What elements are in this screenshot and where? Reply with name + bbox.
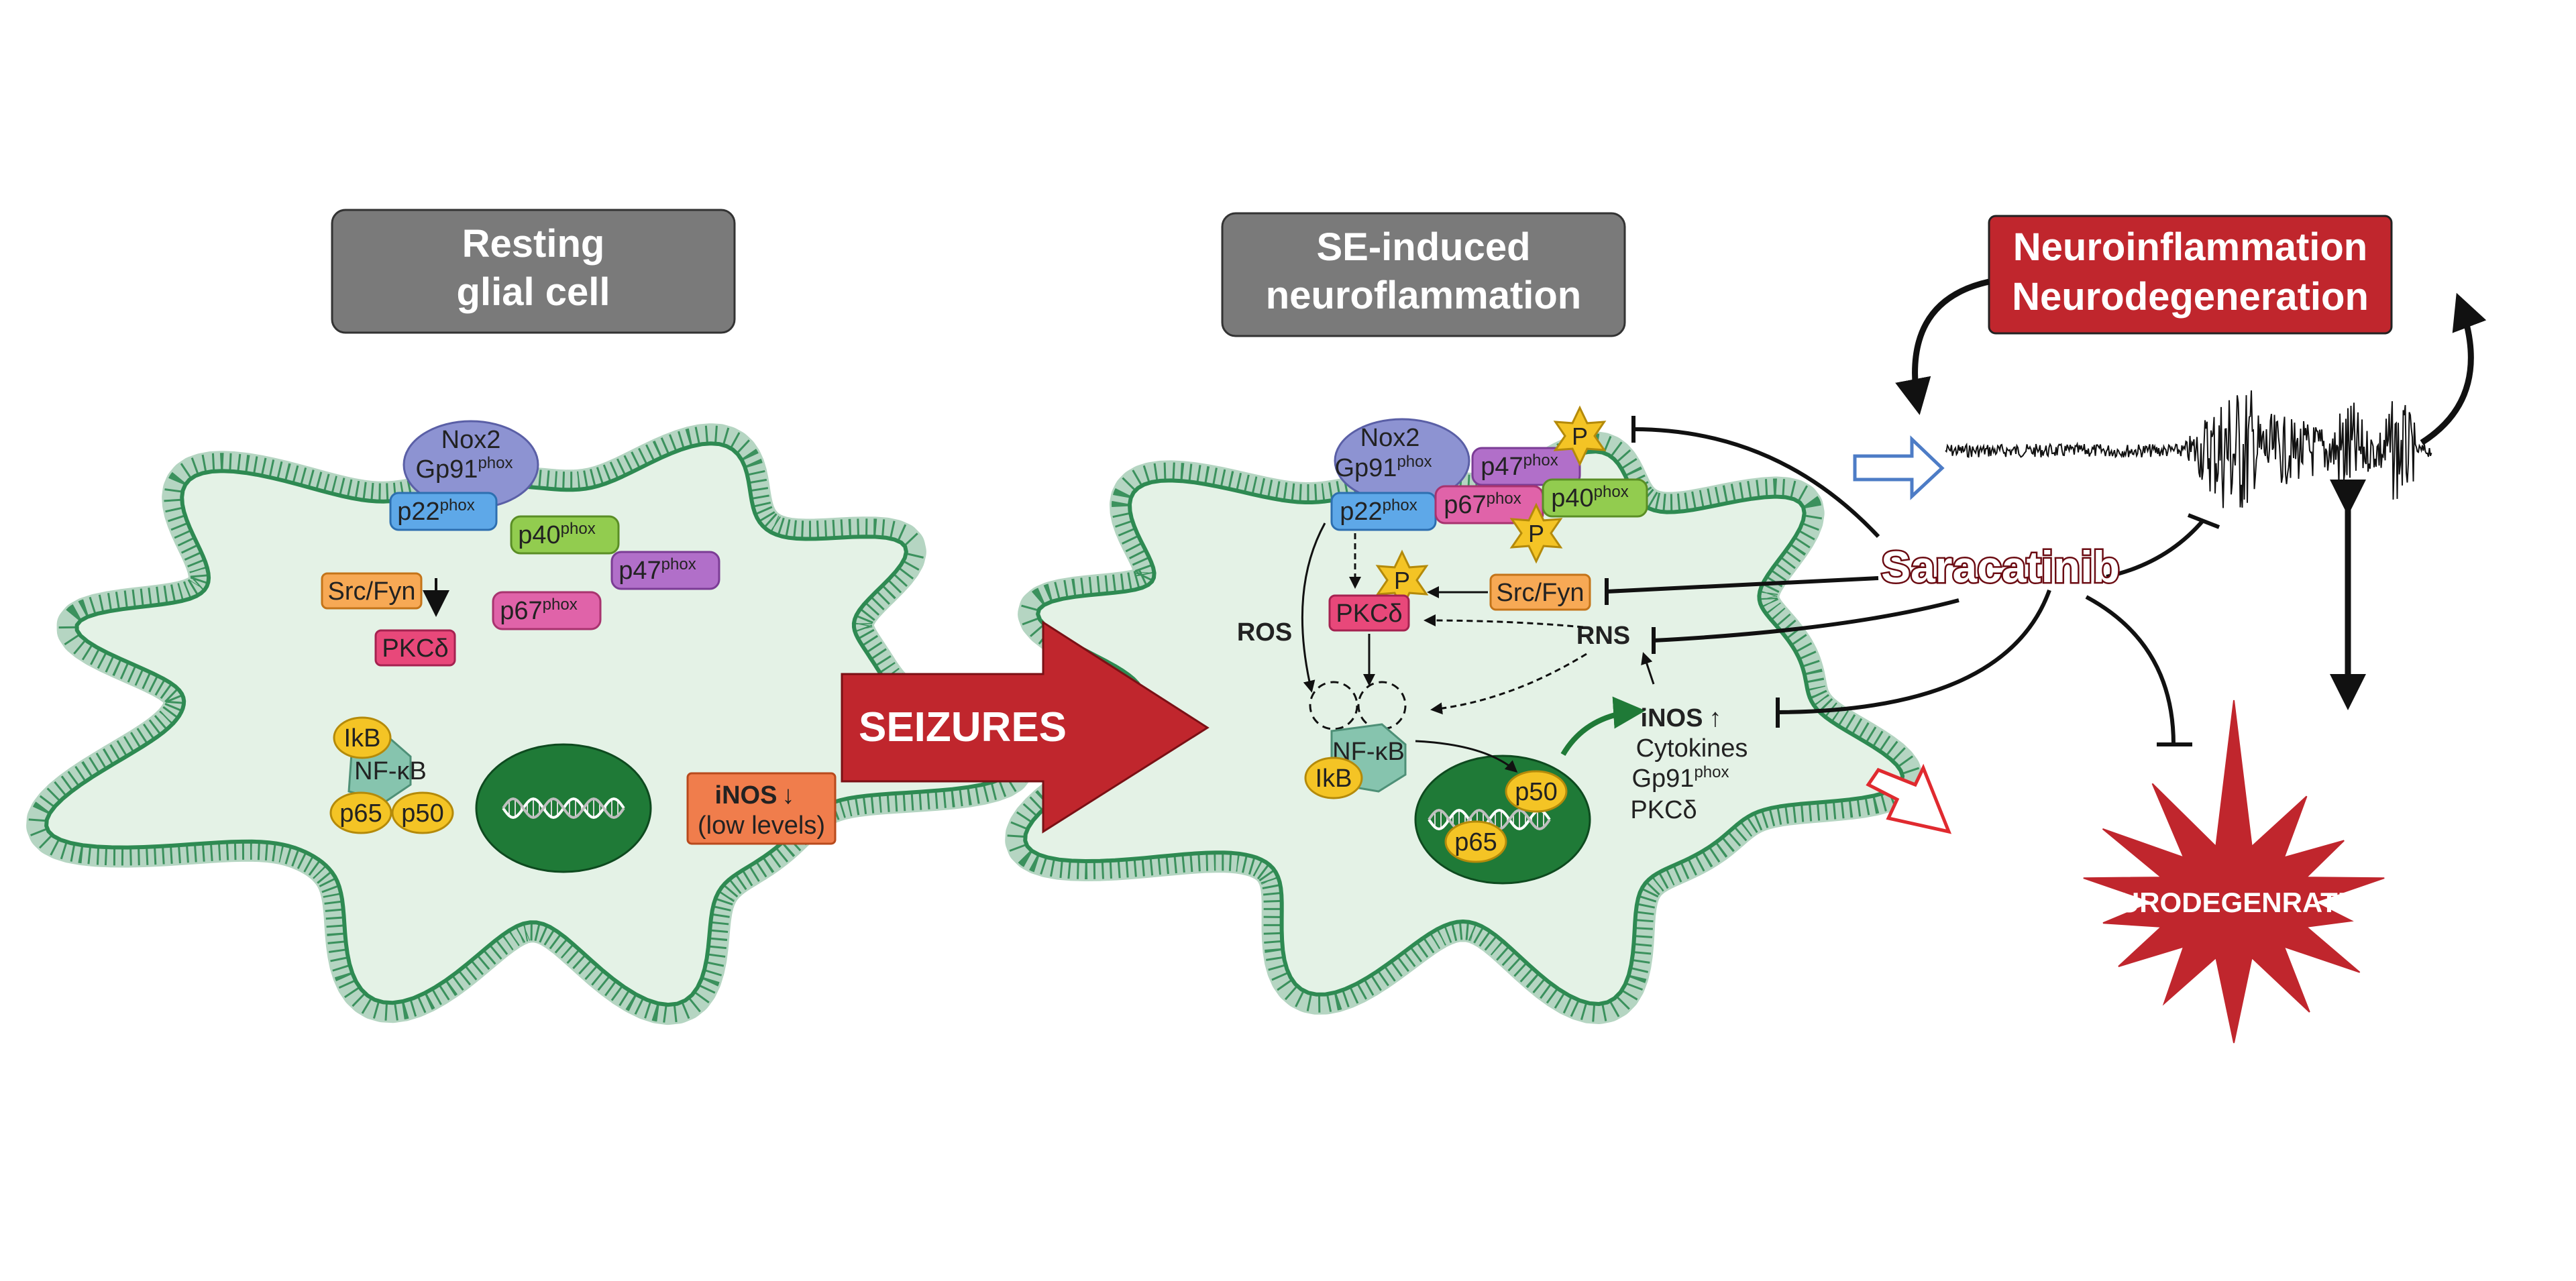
svg-text:PKCδ: PKCδ bbox=[382, 634, 448, 663]
svg-text:p40phox: p40phox bbox=[1551, 483, 1628, 512]
active-nucleus: p50 p65 bbox=[1414, 755, 1591, 885]
svg-text:Gp91phox: Gp91phox bbox=[1631, 763, 1729, 793]
resting-pkcd: PKCδ bbox=[374, 629, 456, 667]
svg-text:Src/Fyn: Src/Fyn bbox=[1497, 579, 1585, 607]
neurodegeneration-label: NEURODEGENRATION bbox=[2080, 887, 2388, 918]
active-srcfyn: Src/Fyn bbox=[1489, 573, 1591, 611]
p-badge-icon: P bbox=[1553, 405, 1607, 467]
phosphorylation-badges: P P P bbox=[1375, 405, 1607, 611]
svg-text:p67phox: p67phox bbox=[500, 596, 577, 625]
svg-text:PKCδ: PKCδ bbox=[1336, 600, 1402, 628]
neuro-header: Neuroinflammation Neurodegeneration bbox=[1988, 215, 2393, 335]
svg-text:p22phox: p22phox bbox=[1340, 496, 1417, 526]
active-nox2-complex: Nox2 Gp91phox p22phox p47phox p67phox p4… bbox=[1330, 418, 1648, 531]
svg-text:↓: ↓ bbox=[782, 781, 795, 810]
resting-nucleus bbox=[475, 743, 652, 873]
active-pkcd: PKCδ bbox=[1328, 594, 1410, 632]
svg-text:p50: p50 bbox=[1515, 778, 1557, 806]
dna-icon bbox=[502, 797, 625, 820]
svg-text:p22phox: p22phox bbox=[397, 496, 474, 526]
svg-text:Neuroinflammation: Neuroinflammation bbox=[2013, 225, 2368, 269]
svg-text:p47phox: p47phox bbox=[619, 555, 696, 585]
red-open-arrow-icon bbox=[1866, 763, 1952, 834]
resting-srcfyn: Src/Fyn bbox=[321, 572, 423, 610]
svg-text:p47phox: p47phox bbox=[1481, 451, 1558, 481]
svg-text:IkB: IkB bbox=[344, 724, 381, 753]
saracatinib-inhibition-lines bbox=[1605, 416, 2220, 746]
svg-text:NF-κB: NF-κB bbox=[354, 757, 427, 785]
svg-text:↑: ↑ bbox=[1709, 704, 1722, 732]
rns-label: RNS bbox=[1576, 622, 1630, 650]
svg-text:Neurodegeneration: Neurodegeneration bbox=[2012, 275, 2369, 319]
svg-text:p65: p65 bbox=[339, 799, 382, 828]
active-nfkb-complex: NF-κB IkB bbox=[1304, 723, 1407, 799]
svg-text:iNOS: iNOS bbox=[1641, 704, 1703, 732]
svg-text:glial cell: glial cell bbox=[457, 270, 610, 314]
svg-text:PKCδ: PKCδ bbox=[1630, 796, 1697, 824]
resting-p67-subunit: p67phox bbox=[492, 591, 602, 630]
p-badge-label: P bbox=[1394, 567, 1410, 594]
svg-text:Gp91phox: Gp91phox bbox=[1334, 453, 1432, 482]
svg-text:SEIZURES: SEIZURES bbox=[859, 704, 1067, 750]
svg-text:Nox2: Nox2 bbox=[1360, 424, 1420, 452]
resting-inos-box: iNOS ↓ (low levels) bbox=[686, 772, 837, 845]
feedback-arrows bbox=[1895, 278, 2487, 710]
resting-header: Resting glial cell bbox=[331, 209, 736, 334]
svg-text:SE-induced: SE-induced bbox=[1316, 225, 1530, 269]
p-badge-label: P bbox=[1572, 423, 1588, 450]
saracatinib-label: Saracatinib bbox=[1881, 542, 2120, 592]
svg-text:Nox2: Nox2 bbox=[441, 426, 501, 454]
svg-text:iNOS: iNOS bbox=[715, 781, 777, 810]
neurodegeneration-burst bbox=[2083, 700, 2385, 1044]
ros-label: ROS bbox=[1237, 618, 1292, 647]
svg-text:Cytokines: Cytokines bbox=[1636, 734, 1748, 763]
svg-text:Src/Fyn: Src/Fyn bbox=[328, 577, 416, 606]
svg-text:neuroflammation: neuroflammation bbox=[1266, 274, 1582, 317]
seizures-arrow: SEIZURES bbox=[841, 620, 1210, 834]
pathway-arrows bbox=[1301, 522, 1655, 773]
svg-text:Gp91phox: Gp91phox bbox=[415, 454, 513, 484]
released-ikb-placeholders bbox=[1309, 681, 1407, 730]
resting-nfkb-complex: IkB NF-κB p65 p50 bbox=[329, 716, 454, 834]
eeg-seizure-trace bbox=[1945, 390, 2432, 508]
resting-p40-subunit: p40phox bbox=[510, 515, 620, 555]
p-badge-icon: P bbox=[1509, 502, 1563, 564]
svg-text:p40phox: p40phox bbox=[518, 520, 595, 549]
dna-icon bbox=[1428, 808, 1551, 831]
svg-text:(low levels): (low levels) bbox=[698, 812, 825, 840]
resting-nox2-complex: Nox2 Gp91phox p22phox bbox=[389, 420, 539, 531]
induced-genes-list: iNOS ↑ Cytokines Gp91phox PKCδ bbox=[1630, 704, 1748, 824]
resting-glial-cell bbox=[26, 423, 1034, 1025]
svg-text:IkB: IkB bbox=[1316, 765, 1352, 793]
blue-open-arrow-icon bbox=[1853, 435, 1945, 500]
svg-text:p65: p65 bbox=[1454, 828, 1497, 856]
svg-text:p67phox: p67phox bbox=[1444, 490, 1521, 519]
resting-p47-subunit: p47phox bbox=[610, 551, 720, 590]
p-badge-label: P bbox=[1528, 520, 1544, 547]
svg-text:p50: p50 bbox=[401, 799, 443, 828]
p-badge-icon: P bbox=[1375, 549, 1429, 611]
svg-text:Resting: Resting bbox=[462, 222, 605, 266]
se-header: SE-induced neuroflammation bbox=[1221, 212, 1626, 337]
